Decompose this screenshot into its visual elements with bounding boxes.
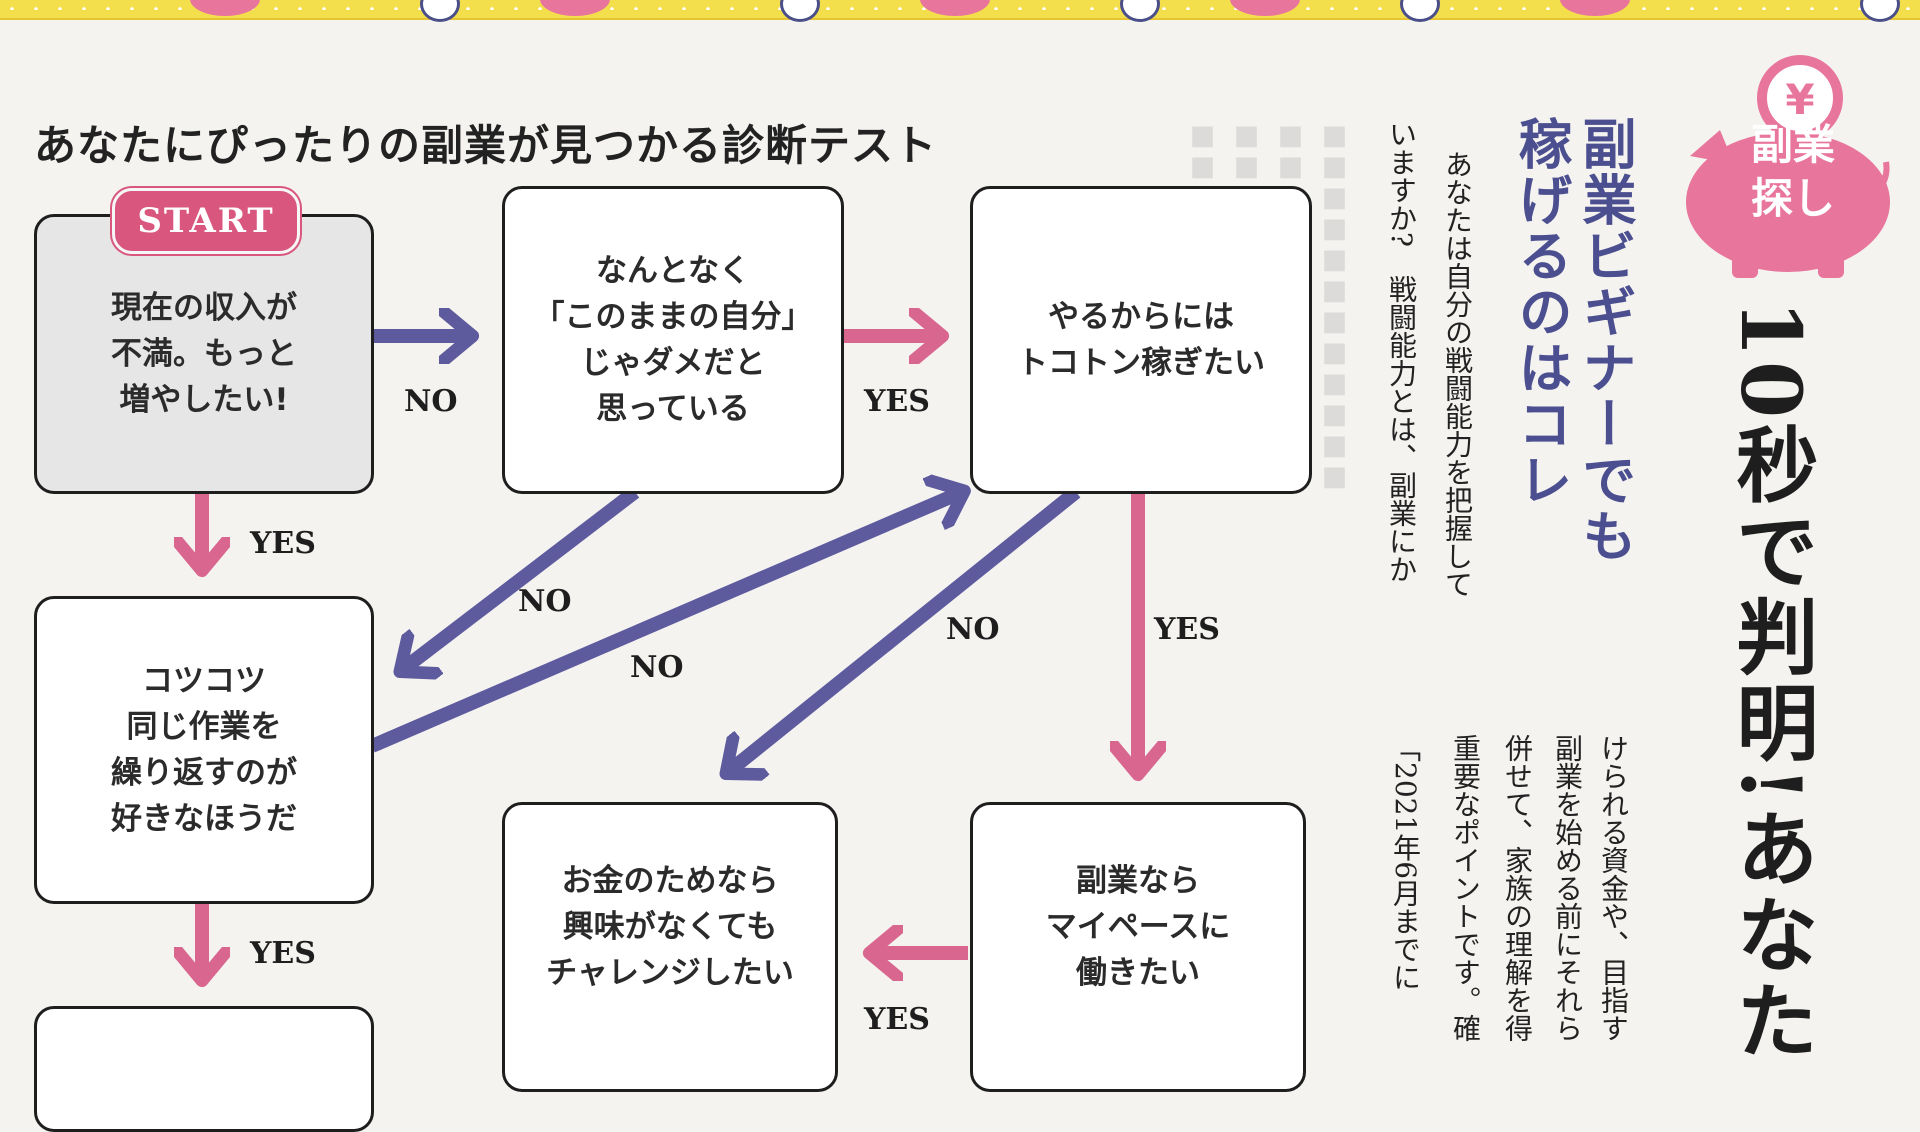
piggy-bank-icon: ¥ bbox=[1686, 55, 1890, 278]
body-text-col5: 「2021年6月までに bbox=[1389, 734, 1422, 992]
body-text-col1: けられる資金や、目指す bbox=[1597, 734, 1630, 1042]
section-tag: 副業 探し bbox=[1750, 120, 1835, 223]
page-title: あなたにぴったりの副業が見つかる診断テスト bbox=[34, 121, 938, 170]
question-box-self: なんとなく 「このままの自分」 じゃダメだと 思っている bbox=[502, 186, 844, 494]
flow-arrows bbox=[0, 0, 1920, 1080]
question-box-money: お金のためなら 興味がなくても チャレンジしたい bbox=[502, 802, 838, 1092]
arrow-no-q4-q3 bbox=[369, 492, 962, 753]
body-text-col3: 併せて、家族の理解を得 bbox=[1501, 734, 1534, 1042]
body-text-col2: 副業を始める前にそれら bbox=[1551, 734, 1584, 1042]
arrow-no-q2-q4 bbox=[402, 486, 640, 670]
question-box-routine: コツコツ 同じ作業を 繰り返すのが 好きなほうだ bbox=[34, 596, 374, 904]
piggy-bank-icon bbox=[1230, 0, 1300, 16]
body-text-col4: 重要なポイントです。確 bbox=[1449, 734, 1482, 1042]
no-label: NO bbox=[946, 612, 1000, 647]
piggy-bank-icon bbox=[1560, 0, 1630, 16]
decorative-top-band bbox=[0, 0, 1920, 22]
yes-label: YES bbox=[864, 1002, 930, 1037]
no-label: NO bbox=[630, 650, 684, 685]
intro-text-col2: いますか? 戦闘能力とは、副業にか bbox=[1385, 120, 1418, 584]
piggy-bank-icon bbox=[190, 0, 260, 16]
question-box-earn: やるからには トコトン稼ぎたい bbox=[970, 186, 1312, 494]
no-label: NO bbox=[518, 584, 572, 619]
piggy-bank-icon bbox=[540, 0, 610, 16]
headline: 10秒で判明!あなた bbox=[1722, 300, 1818, 1065]
subheading: 副業ビギナーでも 稼げるのはコレ bbox=[1509, 116, 1636, 564]
intro-text-col1: あなたは自分の戦闘能力を把握して bbox=[1441, 150, 1474, 598]
arrow-no-q3-q5 bbox=[728, 486, 1081, 772]
yes-label: YES bbox=[1154, 612, 1220, 647]
piggy-bank-icon bbox=[920, 0, 990, 16]
question-box-pace: 副業なら マイペースに 働きたい bbox=[970, 802, 1306, 1092]
yes-label: YES bbox=[250, 936, 316, 971]
yes-label: YES bbox=[250, 526, 316, 561]
no-label: NO bbox=[404, 384, 458, 419]
svg-text:¥: ¥ bbox=[1785, 75, 1814, 124]
yes-label: YES bbox=[864, 384, 930, 419]
question-box-next bbox=[34, 1006, 374, 1132]
question-box-income: 現在の収入が 不満。もっと 増やしたい! bbox=[34, 214, 374, 494]
start-badge: START bbox=[112, 188, 300, 254]
